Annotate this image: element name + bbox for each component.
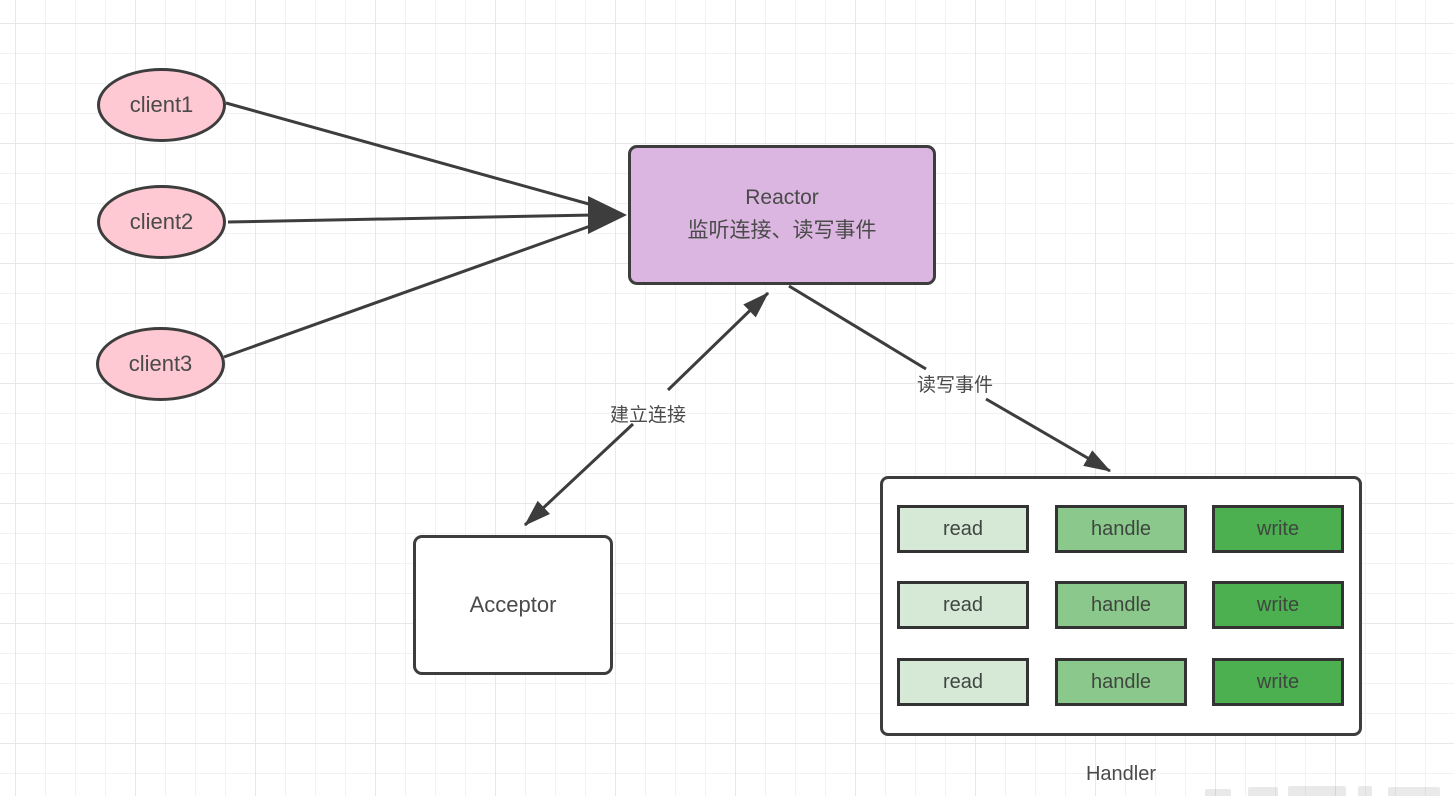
acceptor-label: Acceptor — [469, 592, 557, 617]
client3-label: client3 — [128, 351, 193, 376]
handler-cell-handle: handle — [1055, 658, 1187, 706]
watermark-mark — [1248, 787, 1278, 796]
handler-cell-read: read — [897, 505, 1029, 553]
node-client2: client2 — [97, 185, 226, 259]
watermark-partial — [1200, 785, 1454, 796]
node-acceptor: Acceptor — [413, 535, 613, 675]
handler-cell-write: write — [1212, 658, 1344, 706]
watermark-mark — [1388, 787, 1440, 796]
arrow-readwrite-seg1 — [788, 284, 927, 371]
arrow-establish-down — [523, 422, 635, 527]
node-reactor: Reactor 监听连接、读写事件 — [628, 145, 936, 285]
edge-label-establish: 建立连接 — [609, 405, 686, 426]
reactor-subtitle: 监听连接、读写事件 — [687, 219, 877, 242]
watermark-mark — [1288, 786, 1346, 796]
arrow-client1-reactor — [225, 101, 597, 208]
client1-label: client1 — [129, 92, 194, 117]
handler-cell-write: write — [1212, 581, 1344, 629]
arrow-establish-up — [666, 291, 770, 392]
handler-cell-write: write — [1212, 505, 1344, 553]
handler-cell-read: read — [897, 658, 1029, 706]
handler-cell-handle: handle — [1055, 505, 1187, 553]
handler-cell-read: read — [897, 581, 1029, 629]
handler-caption: Handler — [1085, 763, 1157, 785]
arrow-client2-reactor — [227, 213, 595, 224]
node-client1: client1 — [97, 68, 226, 142]
watermark-mark — [1358, 786, 1372, 796]
client2-label: client2 — [129, 209, 194, 234]
edge-label-readwrite: 读写事件 — [916, 375, 993, 396]
node-client3: client3 — [96, 327, 225, 401]
watermark-mark — [1205, 789, 1231, 796]
arrow-readwrite-seg2 — [985, 397, 1112, 473]
handler-cell-handle: handle — [1055, 581, 1187, 629]
reactor-title: Reactor — [745, 186, 819, 210]
fan-in-arrowhead — [588, 196, 627, 234]
arrow-client3-reactor — [223, 222, 597, 359]
